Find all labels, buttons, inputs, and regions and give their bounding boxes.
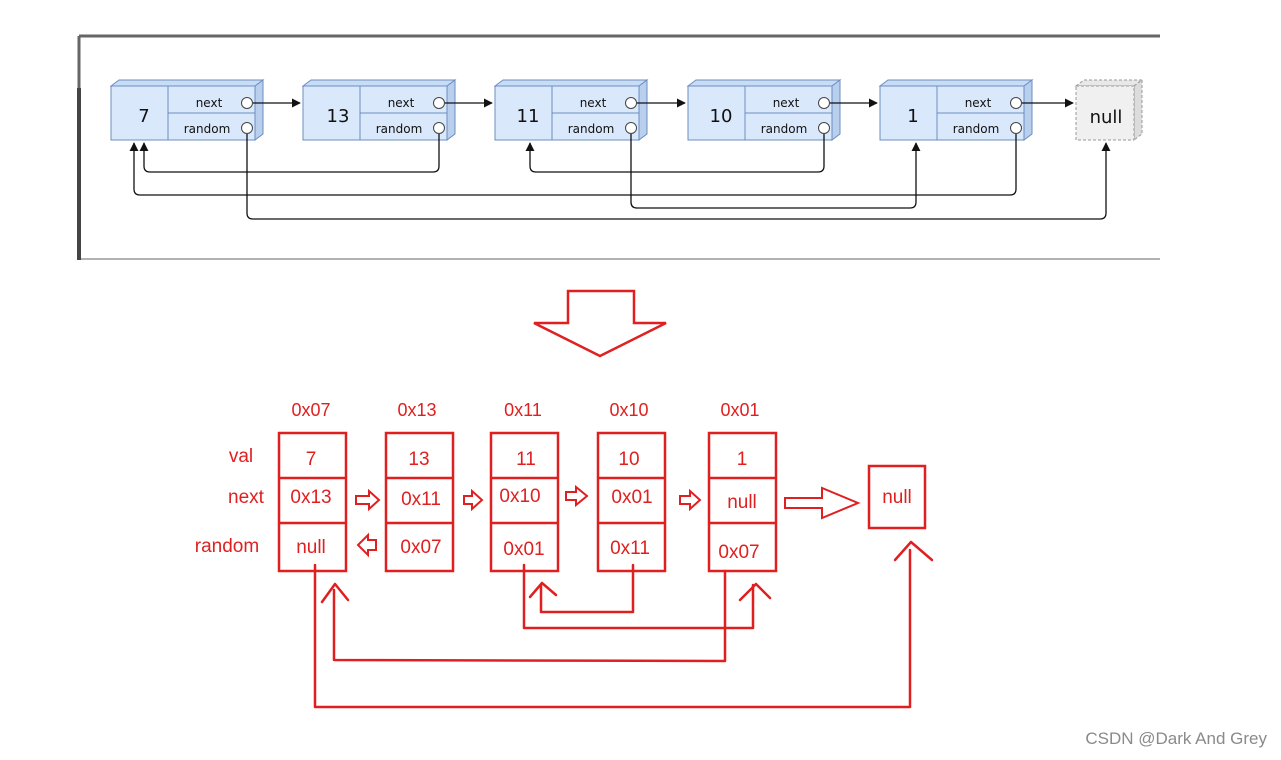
top-node-11: 11 next random <box>493 79 649 141</box>
next-label: next <box>580 96 607 110</box>
node-address: 0x01 <box>720 400 759 420</box>
node-val: 13 <box>408 449 429 470</box>
node-address: 0x11 <box>504 400 542 420</box>
node-val: 7 <box>306 449 317 470</box>
null-label: null <box>882 487 912 508</box>
left-arrow-icon <box>356 532 377 558</box>
next-label: next <box>773 96 800 110</box>
random-label: random <box>761 122 808 136</box>
node-random: 0x07 <box>718 542 759 563</box>
bottom-node-0x07: 0x07 7 0x13 null <box>277 400 348 573</box>
top-node-10: 10 next random <box>686 79 842 141</box>
node-next: 0x01 <box>611 487 652 508</box>
random-label: random <box>184 122 231 136</box>
node-address: 0x13 <box>397 400 436 420</box>
node-random: 0x07 <box>400 537 441 558</box>
node-address: 0x10 <box>609 400 648 420</box>
top-random-arrows <box>129 134 1111 220</box>
right-arrow-icon <box>463 488 484 512</box>
right-arrow-icon <box>355 488 381 512</box>
next-label: next <box>388 96 415 110</box>
bottom-node-0x01: 0x01 1 null 0x07 <box>707 400 778 573</box>
node-next: 0x11 <box>401 489 441 510</box>
node-val: 1 <box>737 449 748 470</box>
top-node-13: 13 next random <box>301 79 457 141</box>
right-arrow-icon <box>679 488 702 512</box>
row-label-next: next <box>228 487 265 508</box>
top-node-1: 1 next random <box>878 79 1034 141</box>
top-node-value: 1 <box>907 106 918 127</box>
top-node-7: 7 next random <box>109 79 265 141</box>
bottom-node-0x13: 0x13 13 0x11 0x07 <box>384 400 455 573</box>
down-arrow-icon <box>533 289 667 358</box>
original-diagram-panel <box>77 34 1169 260</box>
row-label-random: random <box>195 536 259 557</box>
top-null-node: null <box>1074 79 1144 141</box>
top-node-value: 7 <box>138 106 149 127</box>
node-next: 0x10 <box>499 486 540 507</box>
node-random: 0x01 <box>503 539 544 560</box>
top-node-value: 13 <box>327 106 350 127</box>
next-label: next <box>965 96 992 110</box>
random-label: random <box>568 122 615 136</box>
bottom-node-0x11: 0x11 11 0x10 0x01 <box>489 400 560 573</box>
node-random: null <box>296 537 326 558</box>
right-arrow-icon <box>784 486 861 520</box>
random-label: random <box>376 122 423 136</box>
row-label-val: val <box>229 446 253 467</box>
watermark: CSDN @Dark And Grey <box>1085 729 1267 748</box>
node-val: 11 <box>516 449 536 470</box>
next-label: next <box>196 96 223 110</box>
node-next: null <box>727 492 757 513</box>
top-node-value: 11 <box>517 106 540 127</box>
right-arrow-icon <box>565 484 589 508</box>
bottom-node-0x10: 0x10 10 0x01 0x11 <box>596 400 667 573</box>
node-address: 0x07 <box>291 400 330 420</box>
bottom-null-node: null <box>867 464 927 530</box>
random-label: random <box>953 122 1000 136</box>
null-label: null <box>1090 107 1123 128</box>
node-random: 0x11 <box>610 538 650 559</box>
hollow-next-arrows <box>355 484 861 558</box>
top-node-value: 10 <box>710 106 733 127</box>
bottom-random-links <box>313 540 934 709</box>
node-next: 0x13 <box>290 487 331 508</box>
node-val: 10 <box>618 449 639 470</box>
